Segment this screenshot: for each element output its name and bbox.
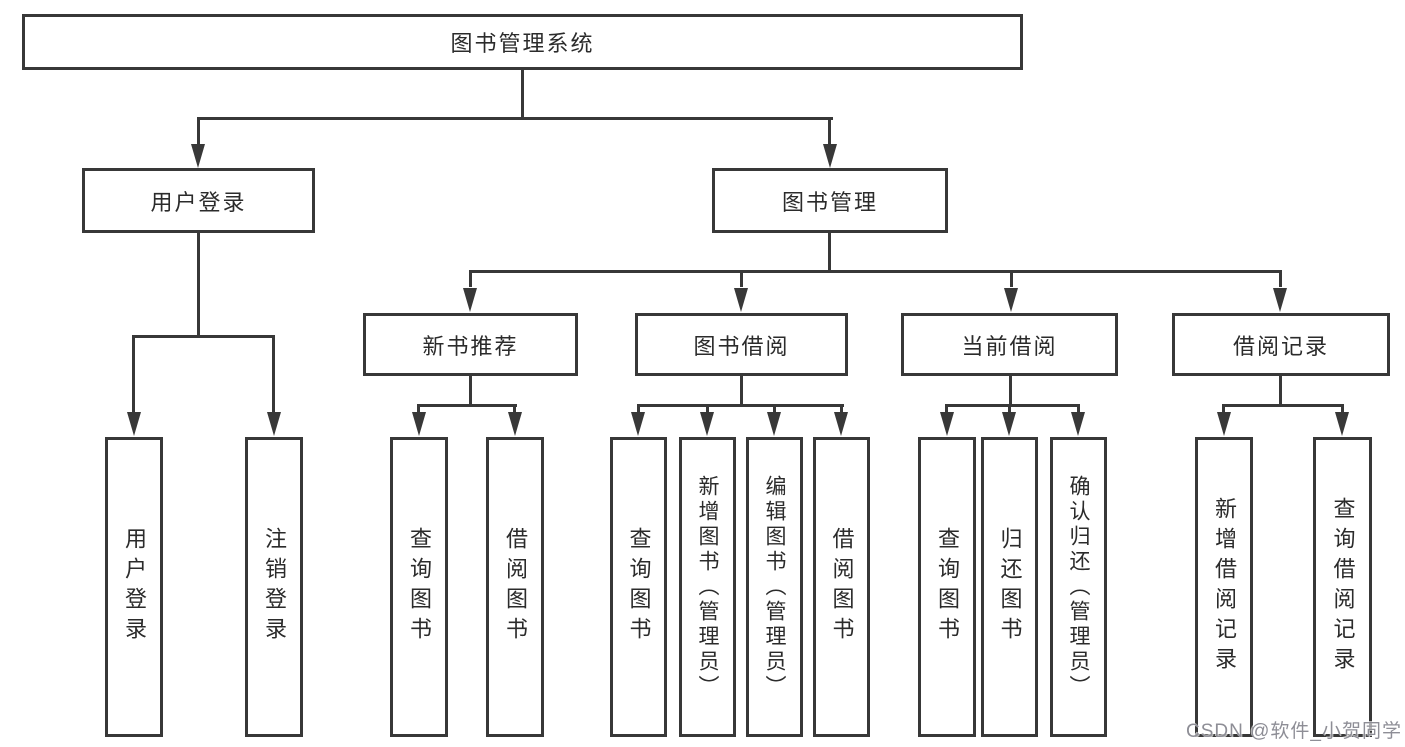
arrowhead-down-icon xyxy=(191,144,205,168)
connector-line-vertical xyxy=(1279,273,1282,287)
csdn-watermark: CSDN @软件_小贺同学 xyxy=(1186,721,1402,742)
connector-line-vertical xyxy=(469,273,472,287)
node-label: 借阅图书 xyxy=(503,527,528,647)
connector-line-vertical xyxy=(706,407,709,413)
connector-line-vertical xyxy=(1279,376,1282,406)
node-book-borrowing: 图书借阅 xyxy=(635,313,848,376)
node-leaf-add-borrow-record: 新增借阅记录 xyxy=(1195,437,1253,737)
node-leaf-borrow-books-1: 借阅图书 xyxy=(486,437,544,737)
arrowhead-down-icon xyxy=(631,412,645,436)
connector-line-vertical xyxy=(132,338,135,412)
connector-line-vertical xyxy=(197,119,200,144)
connector-line-horizontal xyxy=(945,404,1080,407)
arrowhead-down-icon xyxy=(700,412,714,436)
connector-line-vertical xyxy=(521,70,524,119)
connector-line-vertical xyxy=(469,376,472,406)
arrowhead-down-icon xyxy=(1335,412,1349,436)
connector-line-vertical xyxy=(740,376,743,406)
connector-line-vertical xyxy=(417,407,420,413)
node-label: 查询图书 xyxy=(626,527,652,647)
connector-line-horizontal xyxy=(417,404,517,407)
connector-line-vertical xyxy=(513,407,516,413)
node-label: 图书管理系统 xyxy=(450,31,595,56)
arrowhead-down-icon xyxy=(734,288,748,312)
connector-line-vertical xyxy=(1341,407,1344,413)
connector-line-vertical xyxy=(637,407,640,413)
connector-line-vertical xyxy=(828,119,831,144)
arrowhead-down-icon xyxy=(823,144,837,168)
node-leaf-return-books: 归还图书 xyxy=(981,437,1038,737)
arrowhead-down-icon xyxy=(267,412,281,436)
node-label: 图书借阅 xyxy=(693,333,790,359)
arrowhead-down-icon xyxy=(1002,412,1016,436)
connector-line-vertical xyxy=(1077,407,1080,413)
arrowhead-down-icon xyxy=(767,412,781,436)
node-book-management: 图书管理 xyxy=(712,168,948,233)
node-label: 编辑图书（管理员） xyxy=(763,474,786,700)
node-user-login: 用户登录 xyxy=(82,168,315,233)
node-leaf-edit-books-admin: 编辑图书（管理员） xyxy=(746,437,803,737)
node-label: 新增借阅记录 xyxy=(1212,497,1237,677)
node-label: 确认归还（管理员） xyxy=(1067,474,1090,700)
node-leaf-query-books-2: 查询图书 xyxy=(610,437,667,737)
arrowhead-down-icon xyxy=(1217,412,1231,436)
connector-line-vertical xyxy=(840,407,843,413)
connector-line-vertical xyxy=(828,233,831,272)
connector-line-vertical xyxy=(1008,407,1011,413)
node-leaf-logout: 注销登录 xyxy=(245,437,303,737)
node-leaf-borrow-books-2: 借阅图书 xyxy=(813,437,870,737)
connector-line-vertical xyxy=(740,273,743,287)
connector-line-vertical xyxy=(1010,273,1013,287)
arrowhead-down-icon xyxy=(508,412,522,436)
node-label: 借阅图书 xyxy=(829,527,855,647)
connector-line-vertical xyxy=(272,338,275,412)
connector-line-vertical xyxy=(1009,376,1012,406)
node-label: 用户登录 xyxy=(122,527,147,647)
node-new-book-recommend: 新书推荐 xyxy=(363,313,578,376)
connector-line-vertical xyxy=(1222,407,1225,413)
node-label: 用户登录 xyxy=(150,189,247,215)
node-current-borrowing: 当前借阅 xyxy=(901,313,1118,376)
node-label: 查询图书 xyxy=(935,527,960,647)
node-root: 图书管理系统 xyxy=(22,14,1023,70)
node-leaf-confirm-return: 确认归还（管理员） xyxy=(1050,437,1107,737)
node-label: 新增图书（管理员） xyxy=(696,474,719,700)
connector-line-horizontal xyxy=(1222,404,1344,407)
connector-line-vertical xyxy=(945,407,948,413)
node-leaf-add-books-admin: 新增图书（管理员） xyxy=(679,437,736,737)
node-leaf-user-login: 用户登录 xyxy=(105,437,163,737)
node-label: 查询图书 xyxy=(407,527,432,647)
arrowhead-down-icon xyxy=(1273,288,1287,312)
node-label: 归还图书 xyxy=(997,527,1023,647)
connector-line-horizontal xyxy=(132,335,275,338)
connector-line-horizontal xyxy=(469,270,1282,273)
node-leaf-query-books-1: 查询图书 xyxy=(390,437,448,737)
node-leaf-query-borrow-record: 查询借阅记录 xyxy=(1313,437,1372,737)
arrowhead-down-icon xyxy=(127,412,141,436)
arrowhead-down-icon xyxy=(1071,412,1085,436)
node-label: 图书管理 xyxy=(781,189,878,215)
arrowhead-down-icon xyxy=(412,412,426,436)
arrowhead-down-icon xyxy=(1004,288,1018,312)
arrowhead-down-icon xyxy=(463,288,477,312)
node-leaf-query-books-3: 查询图书 xyxy=(918,437,976,737)
node-label: 注销登录 xyxy=(262,527,287,647)
connector-line-vertical xyxy=(197,233,200,337)
node-borrowing-records: 借阅记录 xyxy=(1172,313,1390,376)
connector-line-horizontal xyxy=(637,404,844,407)
node-label: 查询借阅记录 xyxy=(1330,497,1356,677)
connector-line-horizontal xyxy=(197,117,833,120)
arrowhead-down-icon xyxy=(940,412,954,436)
arrowhead-down-icon xyxy=(834,412,848,436)
connector-line-vertical xyxy=(773,407,776,413)
node-label: 借阅记录 xyxy=(1232,333,1329,359)
node-label: 当前借阅 xyxy=(961,333,1058,359)
node-label: 新书推荐 xyxy=(422,333,519,359)
